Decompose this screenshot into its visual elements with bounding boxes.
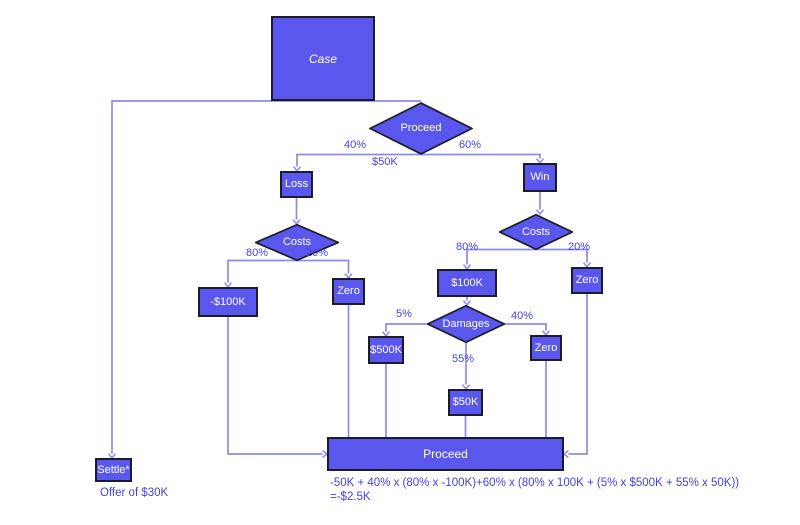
node-neg-100k[interactable]: -$100K: [198, 287, 258, 317]
edge-label-proceed-loss-pct: 40%: [344, 139, 367, 151]
node-500k-label: $500K: [370, 343, 402, 356]
edge-label-damages-40: 40%: [511, 310, 534, 322]
connector-losscosts-neg100k: [228, 259, 297, 283]
connector-case-settle: [112, 100, 421, 454]
node-damages-label: Damages: [442, 317, 490, 330]
edge-label-damages-55: 55%: [452, 353, 475, 365]
edge-label-wincosts-20: 20%: [568, 241, 591, 253]
node-50k[interactable]: $50K: [448, 389, 483, 416]
node-loss-label: Loss: [284, 178, 309, 190]
node-50k-label: $50K: [452, 396, 479, 408]
node-500k[interactable]: $500K: [368, 336, 404, 364]
connector-zerowin-proceedbar: [569, 294, 588, 454]
edge-label-proceed-win-pct: 60%: [459, 139, 482, 151]
edge-label-losscosts-20: 20%: [306, 247, 329, 259]
node-proceed-outcome[interactable]: Proceed: [327, 437, 564, 471]
edge-label-proceed-value: $50K: [372, 156, 398, 168]
node-zero-win-label: Zero: [575, 274, 599, 286]
node-zero-win[interactable]: Zero: [571, 267, 603, 294]
node-case-label: Case: [308, 51, 337, 66]
edge-label-wincosts-80: 80%: [456, 241, 479, 253]
expected-value-formula: -50K + 40% x (80% x -100K)+60% x (80% x …: [330, 476, 739, 504]
node-zero-damages[interactable]: Zero: [530, 335, 562, 361]
node-damages[interactable]: Damages: [427, 305, 505, 343]
node-zero-loss-label: Zero: [337, 285, 360, 297]
diamond-shape: [427, 305, 505, 343]
connector-losscosts-zero: [297, 259, 349, 274]
diamond-shape: [499, 214, 573, 250]
node-zero-damages-label: Zero: [534, 341, 558, 354]
node-costs-loss[interactable]: Costs: [255, 224, 339, 261]
node-costs-win-label: Costs: [521, 225, 551, 238]
diamond-shape: [255, 224, 339, 261]
connector-neg100k-proceedbar: [227, 317, 323, 454]
node-100k-label: $100K: [451, 276, 483, 289]
connector-damages-500k: [386, 323, 428, 332]
edge-label-losscosts-80: 80%: [246, 247, 269, 259]
settle-offer-note: Offer of $30K: [100, 487, 169, 499]
connector-proceed-win: [421, 153, 540, 159]
node-neg-100k-label: -$100K: [210, 295, 246, 308]
node-costs-loss-label: Costs: [282, 236, 312, 248]
node-proceed-decision-label: Proceed: [400, 122, 442, 134]
connector-wincosts-100k: [467, 248, 536, 265]
node-proceed-outcome-label: Proceed: [423, 447, 468, 461]
node-zero-loss[interactable]: Zero: [332, 278, 365, 305]
edge-label-damages-5: 5%: [396, 308, 412, 320]
node-100k[interactable]: $100K: [437, 269, 497, 297]
formula-line-1: -50K + 40% x (80% x -100K)+60% x (80% x …: [330, 477, 740, 489]
node-case[interactable]: Case: [271, 16, 375, 101]
node-proceed-decision[interactable]: Proceed: [369, 102, 473, 155]
formula-line-2: =-$2.5K: [330, 491, 371, 503]
node-settle[interactable]: Settle*: [95, 458, 132, 482]
diamond-shape: [369, 102, 473, 155]
connector-wincosts-zero: [536, 248, 587, 263]
connector-proceed-loss: [297, 153, 421, 167]
node-settle-label: Settle*: [97, 463, 130, 476]
node-win[interactable]: Win: [523, 163, 557, 192]
connector-damages-zero: [504, 323, 546, 331]
node-costs-win[interactable]: Costs: [499, 214, 573, 250]
node-win-label: Win: [530, 171, 550, 183]
node-loss[interactable]: Loss: [280, 171, 313, 198]
